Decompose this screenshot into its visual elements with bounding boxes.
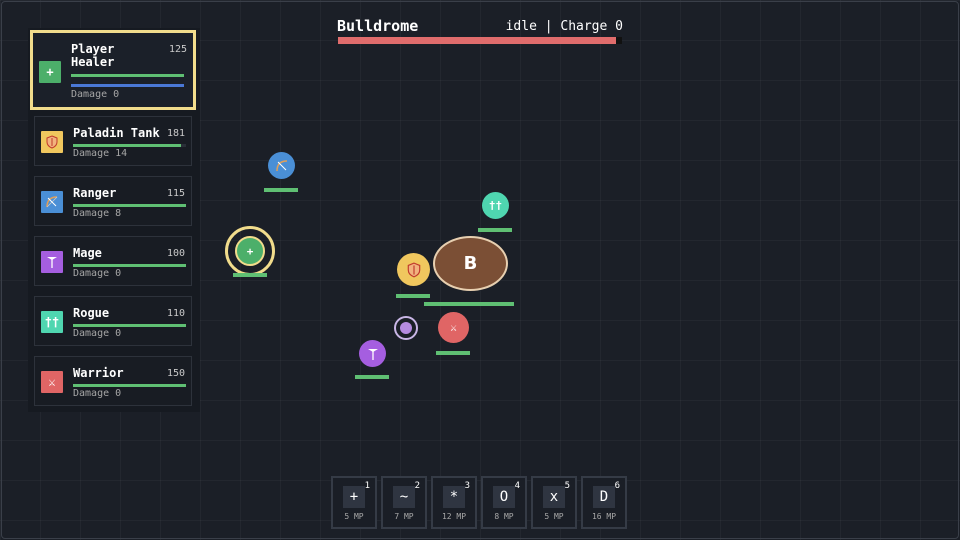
plus-icon: + — [39, 61, 61, 83]
warrior-unit[interactable]: ⚔ — [438, 312, 469, 343]
party-member-damage: Damage 0 — [73, 388, 122, 399]
party-panel: + Player Healer 125 Damage 0 Paladin Tan… — [28, 28, 200, 412]
ability-slot-3[interactable]: * 3 12 MP — [431, 476, 477, 529]
hp-bar — [71, 74, 184, 77]
paladin-tank-hp-bar — [396, 294, 430, 298]
ability-hotkey: 5 — [564, 481, 570, 491]
party-member-damage: Damage 0 — [73, 328, 122, 339]
party-member-damage: Damage 0 — [73, 268, 122, 279]
plus-icon: + — [246, 244, 254, 258]
party-card-rogue[interactable]: †† Rogue 110 Damage 0 — [34, 296, 192, 346]
party-member-name: Rogue — [73, 306, 110, 320]
party-member-damage: Damage 0 — [71, 89, 120, 100]
swords-icon: ⚔ — [41, 371, 63, 393]
ability-hotkey: 6 — [614, 481, 620, 491]
daggers-icon: †† — [488, 199, 503, 212]
party-member-name: Paladin Tank — [73, 126, 160, 140]
boss-name: Bulldrome — [337, 17, 419, 35]
ability-cost: 5 MP — [544, 512, 564, 521]
party-member-hp: 181 — [166, 128, 185, 139]
party-card-player-healer[interactable]: + Player Healer 125 Damage 0 — [30, 30, 196, 110]
swords-icon: ⚔ — [450, 321, 457, 334]
mage-unit[interactable] — [359, 340, 386, 367]
ability-cost: 5 MP — [344, 512, 364, 521]
party-card-ranger[interactable]: Ranger 115 Damage 8 — [34, 176, 192, 226]
staff-icon — [367, 348, 378, 360]
ability-hotkey: 4 — [514, 481, 520, 491]
mage-hp-bar — [355, 375, 389, 379]
ability-slot-5[interactable]: x 5 5 MP — [531, 476, 577, 529]
ability-key: x — [543, 486, 565, 508]
daggers-icon: †† — [41, 311, 63, 333]
boss-status: idle | Charge 0 — [505, 19, 623, 34]
party-member-hp: 150 — [166, 368, 185, 379]
ability-hotkey: 3 — [464, 481, 470, 491]
hp-bar — [73, 264, 186, 267]
ability-key: * — [443, 486, 465, 508]
party-member-name: Ranger — [73, 186, 117, 200]
party-member-name: Player Healer — [71, 42, 115, 69]
hp-bar — [73, 324, 186, 327]
ability-cost: 12 MP — [441, 512, 467, 521]
staff-icon — [41, 251, 63, 273]
ability-cost: 8 MP — [494, 512, 514, 521]
mana-bar — [71, 84, 184, 87]
bow-icon — [41, 191, 63, 213]
hp-bar — [73, 204, 186, 207]
boss-field-hp-bar — [424, 302, 514, 306]
ranger-hp-bar — [264, 188, 298, 192]
shield-icon — [41, 131, 63, 153]
boss-hp-bar — [338, 37, 622, 44]
boss-bulldrome-unit[interactable]: B — [433, 236, 508, 291]
party-member-name: Warrior — [73, 366, 124, 380]
player-healer-hp-bar — [233, 273, 267, 277]
ability-cost: 7 MP — [394, 512, 414, 521]
warrior-hp-bar — [436, 351, 470, 355]
party-member-damage: Damage 14 — [73, 148, 128, 159]
ability-slot-2[interactable]: ~ 2 7 MP — [381, 476, 427, 529]
rogue-unit[interactable]: †† — [482, 192, 509, 219]
player-healer-unit[interactable]: + — [235, 236, 265, 266]
shield-icon — [407, 262, 420, 277]
party-member-damage: Damage 8 — [73, 208, 122, 219]
party-card-mage[interactable]: Mage 100 Damage 0 — [34, 236, 192, 286]
hp-bar — [73, 384, 186, 387]
ability-hotkey: 2 — [414, 481, 420, 491]
paladin-tank-unit[interactable] — [397, 253, 430, 286]
party-member-hp: 100 — [166, 248, 185, 259]
ability-key: + — [343, 486, 365, 508]
ability-slot-6[interactable]: D 6 16 MP — [581, 476, 627, 529]
ability-key: ~ — [393, 486, 415, 508]
ability-hotkey: 1 — [364, 481, 370, 491]
ranger-unit[interactable] — [268, 152, 295, 179]
ability-cost: 16 MP — [591, 512, 617, 521]
party-member-hp: 110 — [166, 308, 185, 319]
ability-key: O — [493, 486, 515, 508]
bow-icon — [275, 159, 287, 171]
hp-bar — [73, 144, 186, 147]
party-member-name: Mage — [73, 246, 102, 260]
spell-projectile-core — [400, 322, 412, 334]
party-card-paladin-tank[interactable]: Paladin Tank 181 Damage 14 — [34, 116, 192, 166]
rogue-hp-bar — [478, 228, 512, 232]
ability-key: D — [593, 486, 615, 508]
party-member-hp: 125 — [168, 44, 187, 55]
ability-slot-1[interactable]: + 1 5 MP — [331, 476, 377, 529]
ability-slot-4[interactable]: O 4 8 MP — [481, 476, 527, 529]
party-card-warrior[interactable]: ⚔ Warrior 150 Damage 0 — [34, 356, 192, 406]
party-member-hp: 115 — [166, 188, 185, 199]
